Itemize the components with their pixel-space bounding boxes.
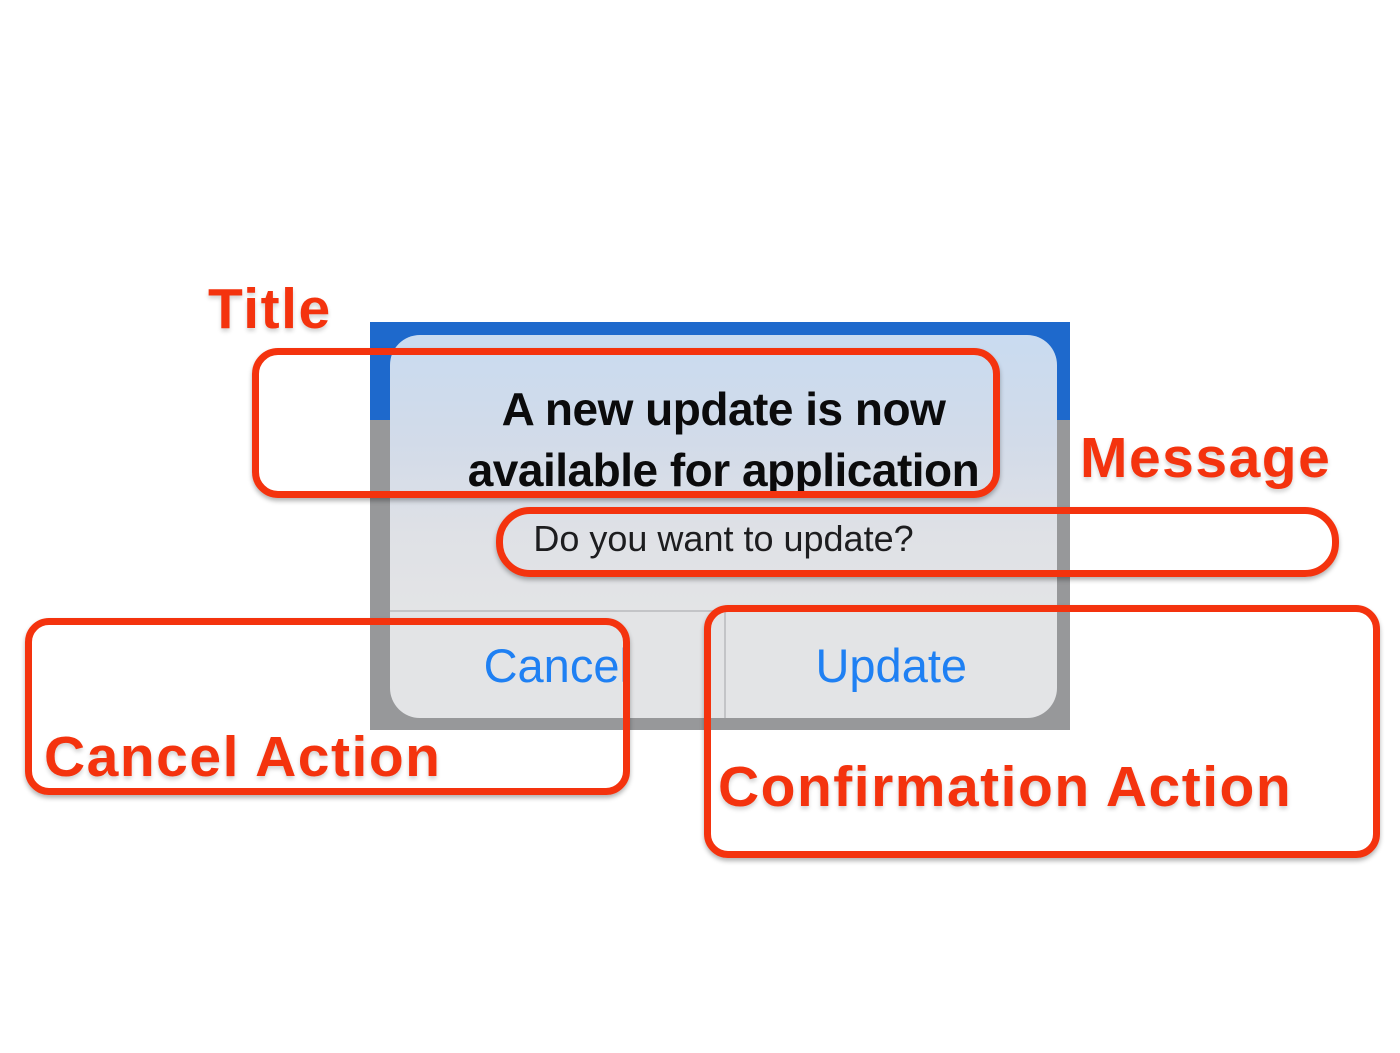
alert-title-line-2: available for application: [467, 444, 980, 496]
alert-dialog: A new update is now available for applic…: [390, 335, 1057, 718]
alert-title-line-1: A new update is now: [501, 383, 946, 435]
cancel-button[interactable]: Cancel: [390, 612, 724, 718]
alert-message: Do you want to update?: [533, 518, 914, 559]
cancel-action-annotation-label: Cancel Action: [44, 725, 442, 789]
message-annotation-label: Message: [1080, 426, 1332, 490]
title-annotation-label: Title: [208, 277, 332, 341]
confirmation-action-annotation-label: Confirmation Action: [718, 755, 1293, 819]
ios-screenshot: A new update is now available for applic…: [370, 322, 1070, 730]
alert-button-row: Cancel Update: [390, 610, 1057, 718]
update-button[interactable]: Update: [723, 612, 1058, 718]
alert-title: A new update is now available for applic…: [454, 379, 994, 501]
